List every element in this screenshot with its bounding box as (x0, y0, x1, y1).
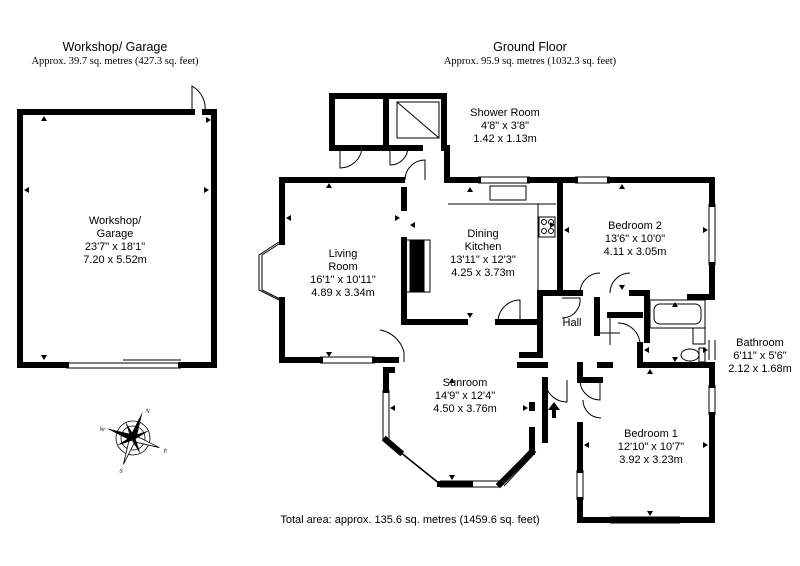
bathroom-door (617, 322, 641, 346)
room-imperial: 13'6" x 10'0" (604, 233, 666, 245)
shower-room-walls (329, 93, 450, 183)
room-name: Bathroom (736, 337, 784, 349)
top-wall (444, 177, 715, 300)
hall-cupboard (597, 315, 620, 345)
room-metric: 4.50 x 3.76m (433, 403, 497, 415)
shower-tray-cross (396, 101, 440, 139)
walls (17, 93, 715, 523)
wash-basin (692, 327, 706, 345)
hob-ring (541, 228, 547, 234)
front-door (544, 379, 568, 403)
workshop-heading: Workshop/ Garage (62, 40, 168, 54)
room-name: Room (328, 261, 358, 273)
room-label-workshop-garage: Workshop/ Garage 23'7" x 18'1" 7.20 x 5.… (60, 215, 170, 267)
room-label-bathroom: Bathroom 6'11" x 5'6" 2.12 x 1.68m (724, 337, 796, 376)
ground-floor-area: Approx. 95.9 sq. metres (1032.3 sq. feet… (443, 56, 617, 67)
ground-floor-heading: Ground Floor (493, 40, 567, 54)
bath (649, 299, 706, 329)
annex-door (339, 147, 363, 169)
room-label-sunroom: Sunroom 14'9" x 12'4" 4.50 x 3.76m (410, 377, 520, 416)
bay-window (258, 241, 283, 301)
room-metric: 4.11 x 3.05m (603, 246, 667, 258)
room-imperial: 23'7" x 18'1" (84, 241, 146, 253)
annex-door-2 (404, 159, 426, 181)
room-metric: 7.20 x 5.52m (83, 254, 147, 266)
sunroom-walls (381, 362, 548, 489)
compass-w: W (98, 426, 106, 434)
sunroom-window-diag-left (397, 449, 443, 487)
hall-walls (594, 297, 715, 388)
room-label-shower-room: Shower Room 4'8" x 3'8" 1.42 x 1.13m (450, 107, 560, 146)
room-name: Kitchen (464, 241, 502, 253)
living-door (379, 329, 405, 362)
bedroom-2-door (579, 272, 631, 294)
bedroom-2-window-top (575, 176, 610, 184)
sunroom-window-diag-right (499, 449, 535, 487)
room-name: Living (328, 248, 358, 260)
compass-e: E (162, 448, 168, 455)
room-imperial: 16'1" x 10'11" (310, 274, 376, 286)
fireplace-hearth (409, 239, 425, 293)
shower-room-door (389, 147, 409, 166)
room-label-bedroom-2: Bedroom 2 13'6" x 10'0" 4.11 x 3.05m (580, 220, 690, 259)
shower-tray (396, 101, 440, 139)
hall-door-left (561, 297, 581, 319)
kitchen-sink (489, 185, 527, 201)
bathroom-window (708, 340, 716, 360)
toilet (680, 348, 700, 362)
room-metric: 4.25 x 3.73m (451, 267, 515, 279)
bedroom-1-window-right (708, 385, 716, 415)
room-metric: 1.42 x 1.13m (473, 133, 537, 145)
room-name: Workshop/ (88, 215, 142, 227)
living-window-bottom (319, 356, 376, 364)
room-name: Bedroom 2 (608, 220, 662, 232)
room-imperial: 12'10" x 10'7" (617, 441, 685, 453)
room-name: Hall (562, 317, 582, 329)
sunroom-window-left (382, 390, 390, 440)
hob-ring (541, 219, 547, 225)
compass-n: N (144, 408, 151, 415)
hob-ring (548, 228, 554, 234)
garage-window-right (211, 194, 217, 291)
room-imperial: 4'8" x 3'8" (480, 120, 530, 132)
room-name: Sunroom (442, 377, 488, 389)
room-metric: 2.12 x 1.68m (728, 363, 792, 375)
room-name: Dining (467, 228, 499, 240)
dimension-ticks (24, 116, 708, 516)
entrance-arrow-icon (548, 402, 560, 418)
fixtures (65, 85, 716, 524)
kitchen-door (497, 299, 521, 323)
garage-door-swing (191, 85, 206, 113)
room-label-hall: Hall (552, 317, 592, 330)
room-metric: 3.92 x 3.23m (619, 454, 683, 466)
total-area: Total area: approx. 135.6 sq. metres (14… (280, 514, 540, 526)
sunroom-window-bottom (440, 480, 500, 488)
kitchen-window (477, 176, 531, 184)
bedroom-1-window-bottom (610, 516, 680, 524)
room-name: Bedroom 1 (624, 428, 678, 440)
room-imperial: 6'11" x 5'6" (733, 350, 787, 362)
room-name: Garage (96, 228, 134, 240)
toilet-cistern (698, 347, 706, 363)
bedroom-2-window-right (708, 204, 716, 265)
bath-inner (653, 303, 702, 325)
room-label-dining-kitchen: Dining Kitchen 13'11" x 12'3" 4.25 x 3.7… (428, 228, 538, 280)
compass-s: S (118, 468, 123, 475)
room-label-bedroom-1: Bedroom 1 12'10" x 10'7" 3.92 x 3.23m (596, 428, 706, 467)
bedroom-1-window-left (576, 470, 584, 500)
room-label-living-room: Living Room 16'1" x 10'11" 4.89 x 3.34m (288, 248, 398, 300)
hob (538, 216, 556, 238)
garage-window-bottom (65, 359, 182, 369)
bedroom-1-door (579, 379, 602, 419)
room-name: Shower Room (470, 107, 540, 119)
workshop-area: Approx. 39.7 sq. metres (427.3 sq. feet) (31, 56, 199, 67)
room-imperial: 14'9" x 12'4" (434, 390, 496, 402)
room-imperial: 13'11" x 12'3" (450, 254, 516, 266)
compass-rose-icon: N S E W (98, 408, 168, 475)
room-metric: 4.89 x 3.34m (311, 287, 375, 299)
bedroom-2-walls (519, 177, 715, 358)
